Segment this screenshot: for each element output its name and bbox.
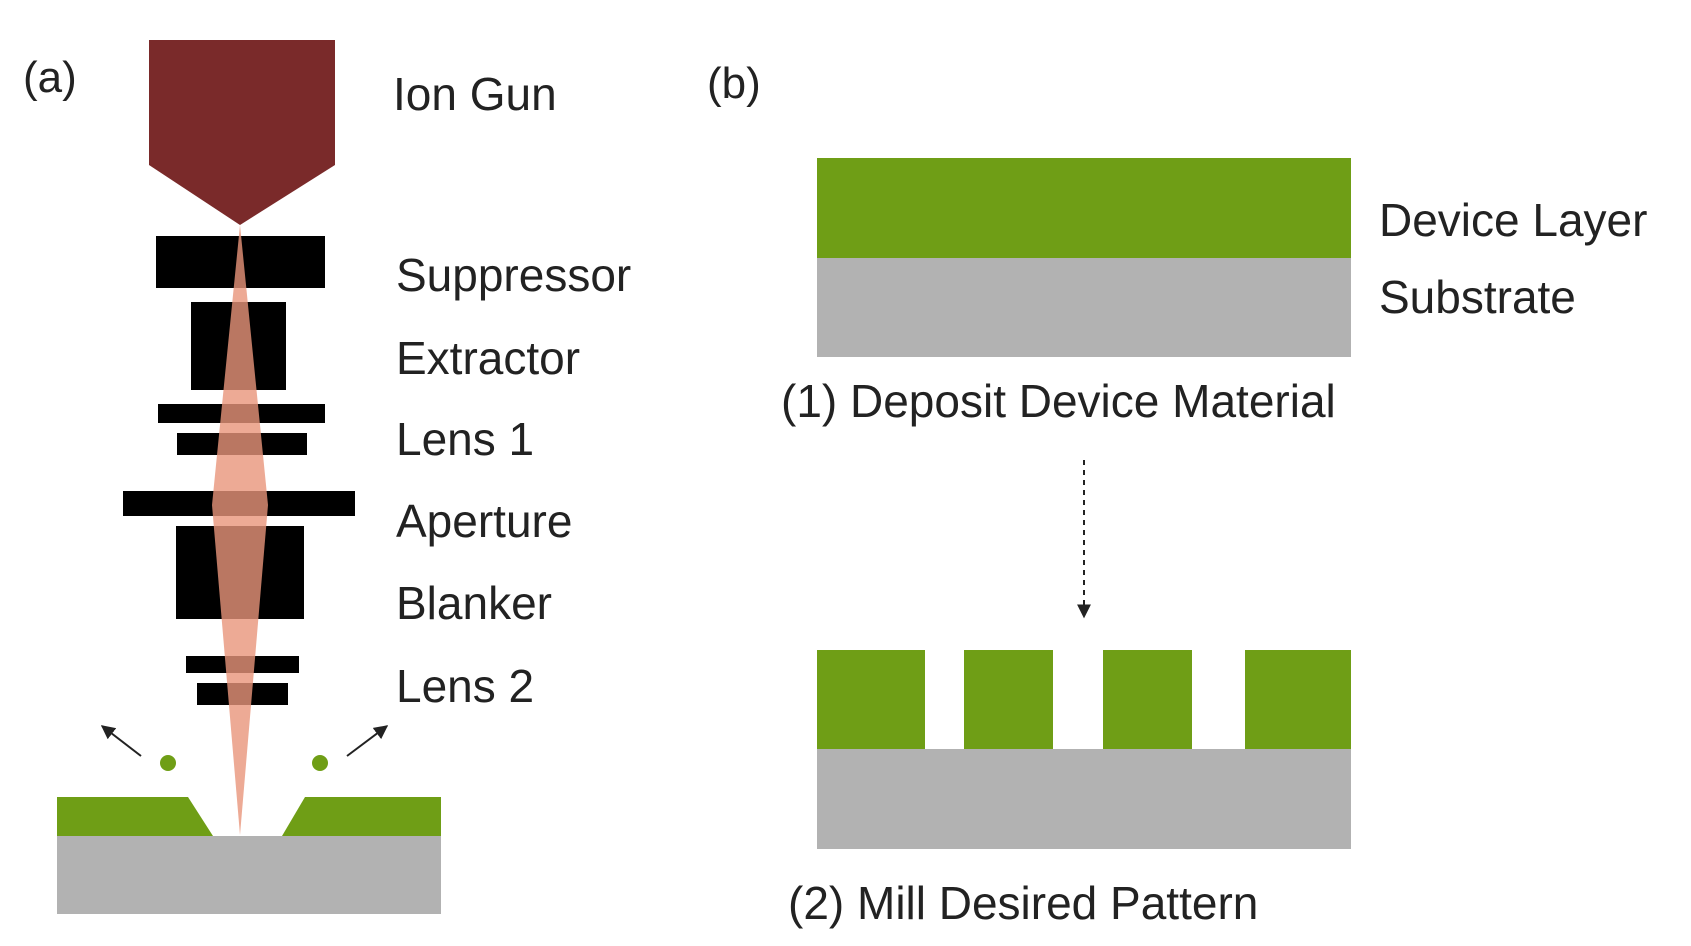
step1-substrate (817, 258, 1351, 357)
panel-a-letter: (a) (23, 53, 77, 102)
sputtered-particle-right (312, 755, 328, 771)
step2-device-pillar-4 (1245, 650, 1351, 749)
fib-device-layer-left (57, 797, 213, 836)
label-ion-gun: Ion Gun (393, 68, 557, 120)
step2-device-pillar-2 (964, 650, 1053, 749)
fib-device-layer-right (282, 797, 441, 836)
ion-gun-shape (149, 40, 335, 225)
label-blanker: Blanker (396, 577, 552, 629)
label-substrate: Substrate (1379, 271, 1576, 323)
ion-beam (212, 225, 268, 835)
sputtered-particle-left (160, 755, 176, 771)
step2-device-pillar-1 (817, 650, 925, 749)
label-extractor: Extractor (396, 332, 581, 384)
label-device-layer: Device Layer (1379, 194, 1648, 246)
panel-b-letter: (b) (707, 59, 761, 108)
step2-caption: (2) Mill Desired Pattern (788, 877, 1259, 929)
label-aperture: Aperture (396, 495, 573, 547)
step1-device-layer (817, 158, 1351, 258)
step1-caption: (1) Deposit Device Material (781, 375, 1336, 427)
step2-device-pillar-3 (1103, 650, 1192, 749)
process-steps (817, 158, 1351, 849)
sputter-arrow-right (346, 725, 389, 757)
fib-column (57, 40, 441, 914)
sputter-arrow-left (100, 725, 142, 757)
label-lens2: Lens 2 (396, 660, 535, 712)
step2-substrate (817, 749, 1351, 849)
label-suppressor: Suppressor (396, 249, 632, 301)
label-lens1: Lens 1 (396, 413, 535, 465)
fib-substrate (57, 836, 441, 914)
